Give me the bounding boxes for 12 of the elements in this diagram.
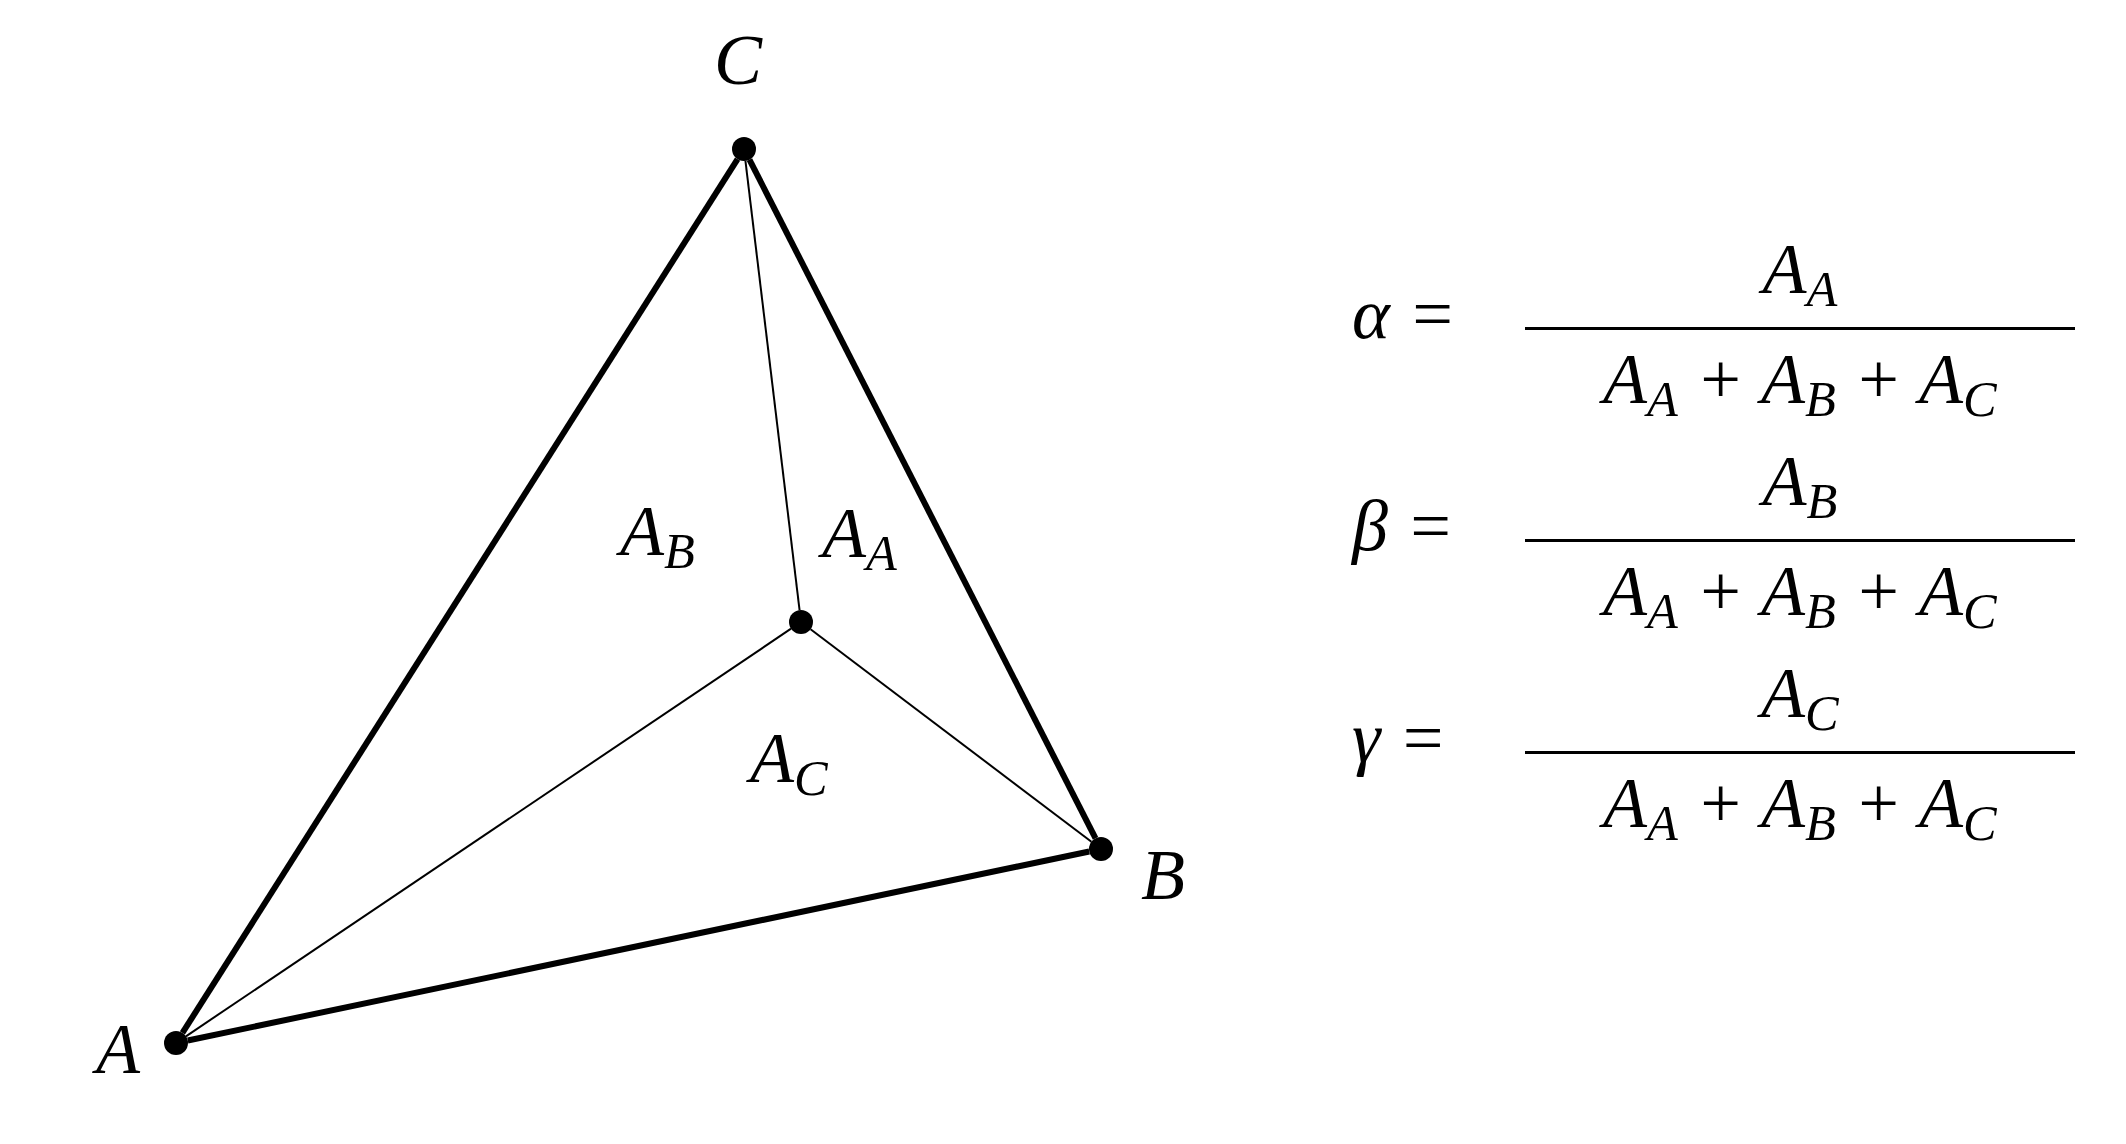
triangle-line — [744, 159, 801, 612]
triangle-line — [187, 848, 1090, 1044]
triangle-line — [184, 627, 793, 1038]
vertex-label: B — [1141, 839, 1185, 911]
point-dot — [789, 610, 813, 634]
triangle-line — [746, 158, 1099, 840]
vertex-label: C — [714, 24, 763, 96]
triangle-line — [179, 157, 741, 1035]
point-dot — [1089, 837, 1113, 861]
point-dot — [164, 1031, 188, 1055]
equation-lhs: α = — [1352, 278, 1457, 350]
point-dot — [732, 137, 756, 161]
